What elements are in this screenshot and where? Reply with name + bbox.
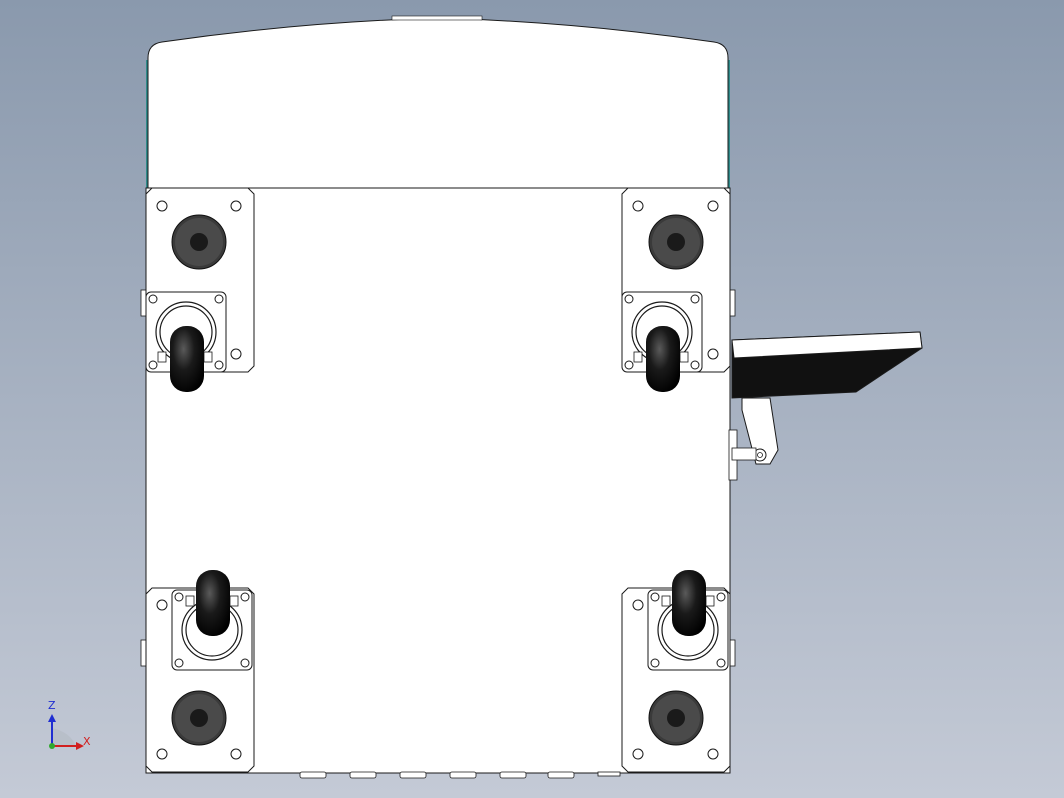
bumper-bottom-left (171, 690, 227, 746)
wheel-top-left (170, 326, 204, 392)
bumper-top-right (648, 214, 704, 270)
wheel-bottom-left (196, 570, 230, 636)
wheel-bottom-right (672, 570, 706, 636)
bumper-top-left (171, 214, 227, 270)
x-axis-arrow (76, 742, 84, 750)
wheel-top-right (646, 326, 680, 392)
rubber-bumpers (171, 214, 704, 746)
caster-wheels (170, 326, 706, 636)
x-axis-label: X (83, 735, 91, 748)
caster-plate-holes (148, 294, 726, 668)
bottom-connectors (299, 771, 621, 779)
triad-origin (49, 743, 55, 749)
bumper-bottom-right (648, 690, 704, 746)
axis-triad (48, 714, 84, 750)
top-cover (146, 15, 730, 191)
z-axis-label: Z (48, 699, 56, 712)
z-axis-arrow (48, 714, 56, 722)
side-panel-assembly (731, 331, 923, 465)
